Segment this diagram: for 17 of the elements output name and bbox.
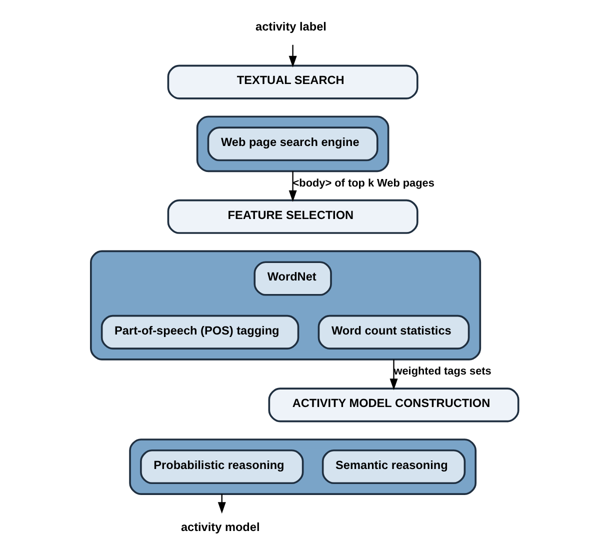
cluster — [90, 250, 481, 360]
node-box: Probabilistic reasoning — [140, 449, 304, 484]
node-box: WordNet — [253, 261, 332, 296]
node-box: Word count statistics — [317, 314, 470, 350]
arrow — [389, 359, 398, 390]
node-box: TEXTUAL SEARCH — [166, 64, 418, 100]
node-box: Semantic reasoning — [321, 449, 466, 484]
node-box: FEATURE SELECTION — [166, 199, 418, 234]
arrow — [288, 171, 296, 202]
cluster — [196, 116, 389, 172]
node-box: Web page search engine — [206, 126, 378, 162]
cluster — [128, 438, 476, 495]
arrow — [288, 44, 296, 68]
node-box: Part-of-speech (POS) tagging — [100, 314, 299, 350]
node-text: activity model — [180, 520, 260, 534]
node-text: activity label — [255, 20, 326, 34]
node-box: ACTIVITY MODEL CONSTRUCTION — [268, 388, 519, 422]
